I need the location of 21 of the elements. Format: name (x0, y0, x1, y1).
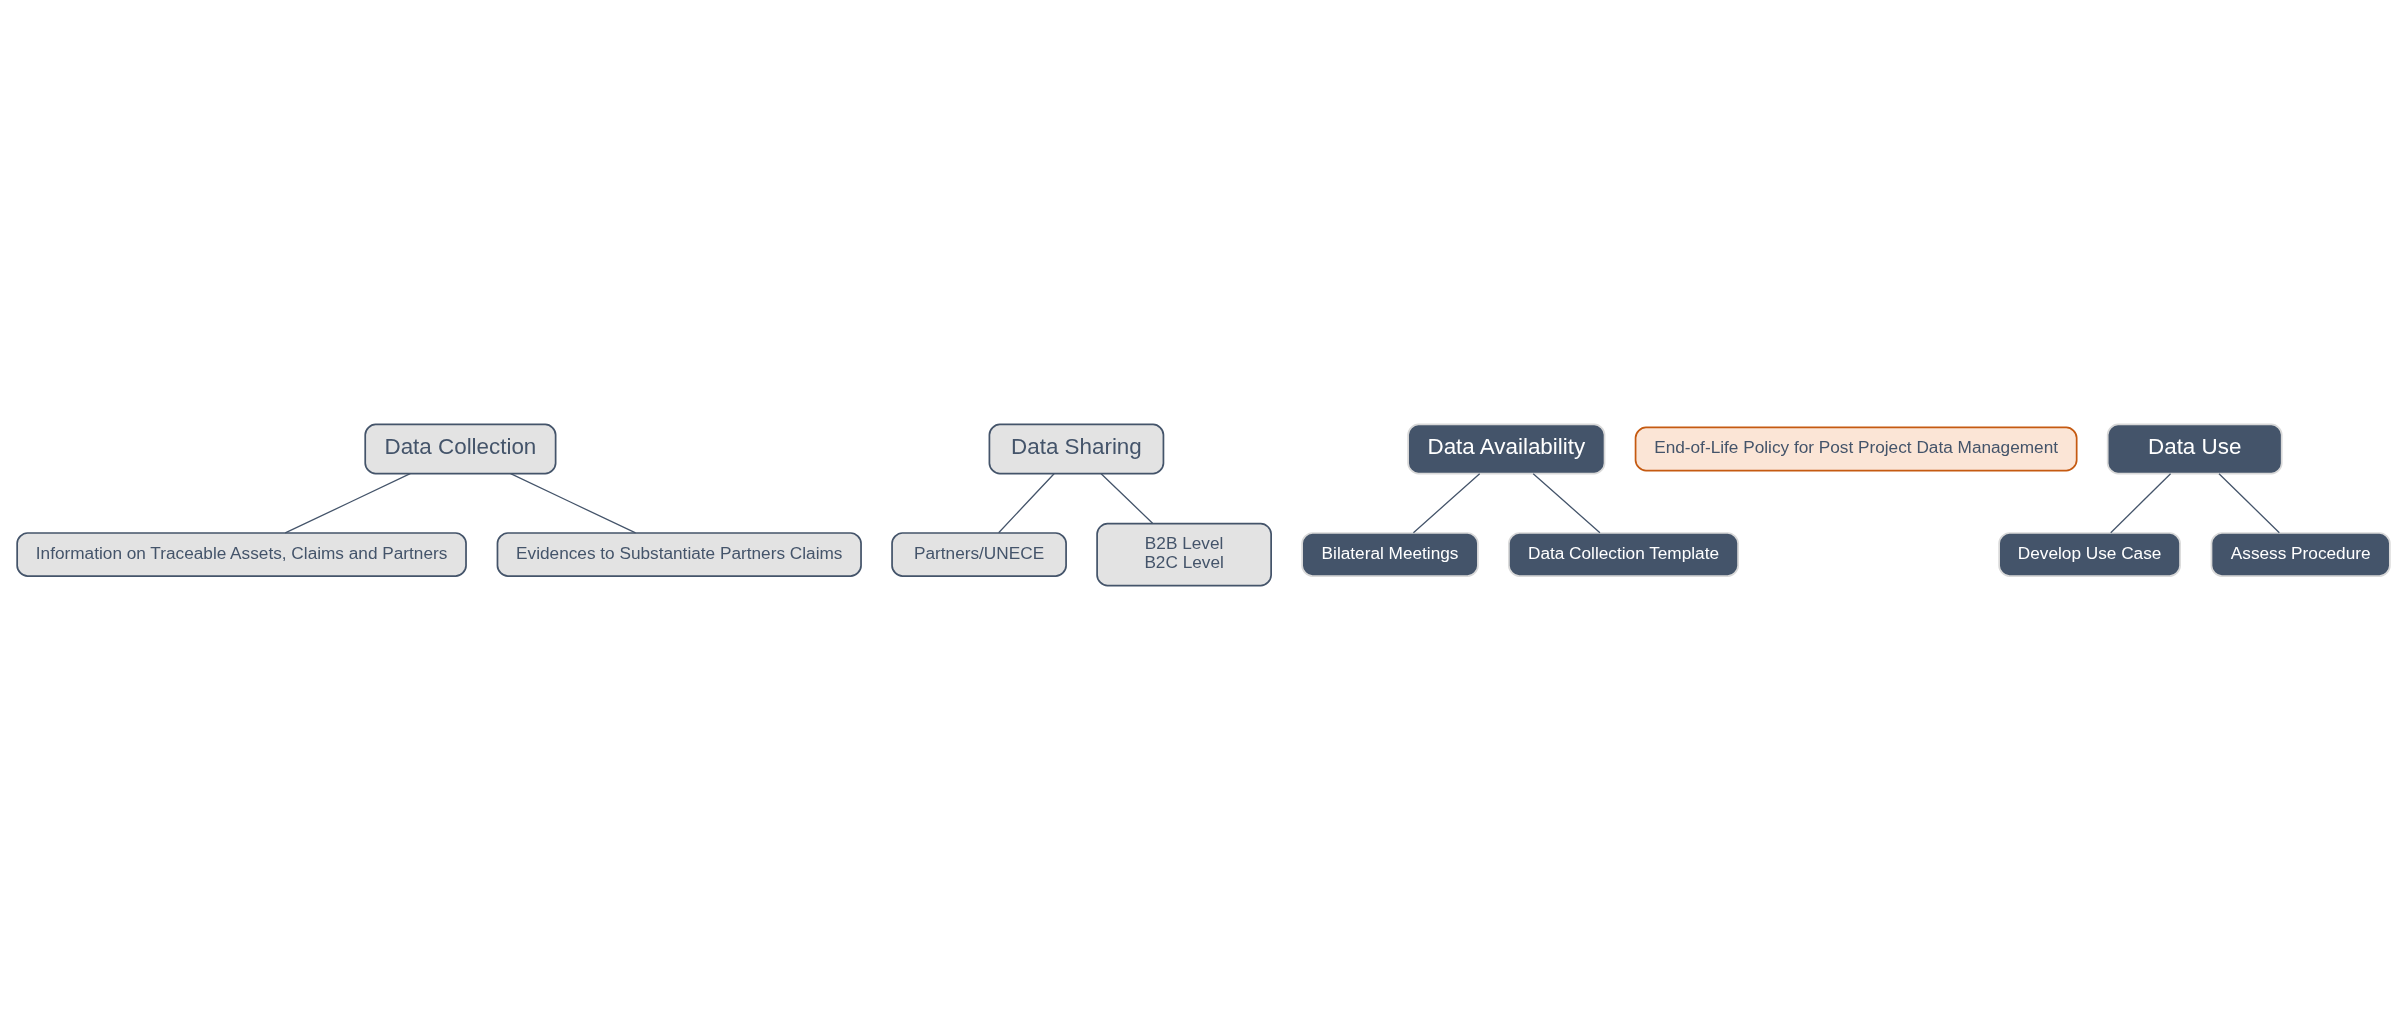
node-box: Develop Use Case (1998, 532, 2181, 577)
node-box: B2B Level B2C Level (1096, 522, 1272, 587)
node-box: Bilateral Meetings (1301, 532, 1479, 577)
connector (2110, 473, 2172, 534)
node-box: Data Sharing (988, 423, 1165, 475)
connector (284, 473, 411, 534)
node-box: Data Collection Template (1508, 532, 1739, 577)
node-box: Data Use (2106, 423, 2283, 475)
node-box: End-of-Life Policy for Post Project Data Management (1634, 426, 2078, 472)
connector (998, 473, 1055, 534)
node-box: Data Collection (364, 423, 557, 475)
connector (1412, 473, 1481, 534)
node-box: Assess Procedure (2210, 532, 2391, 577)
connector (2218, 473, 2280, 534)
node-box: Information on Traceable Assets, Claims and Partners (16, 532, 467, 577)
node-box: Evidences to Substantiate Partners Claims (496, 532, 862, 577)
connector (1532, 473, 1601, 534)
connector (509, 473, 637, 534)
node-box: Data Availability (1407, 423, 1606, 475)
node-box: Partners/UNECE (891, 532, 1067, 577)
connector (1100, 473, 1154, 524)
